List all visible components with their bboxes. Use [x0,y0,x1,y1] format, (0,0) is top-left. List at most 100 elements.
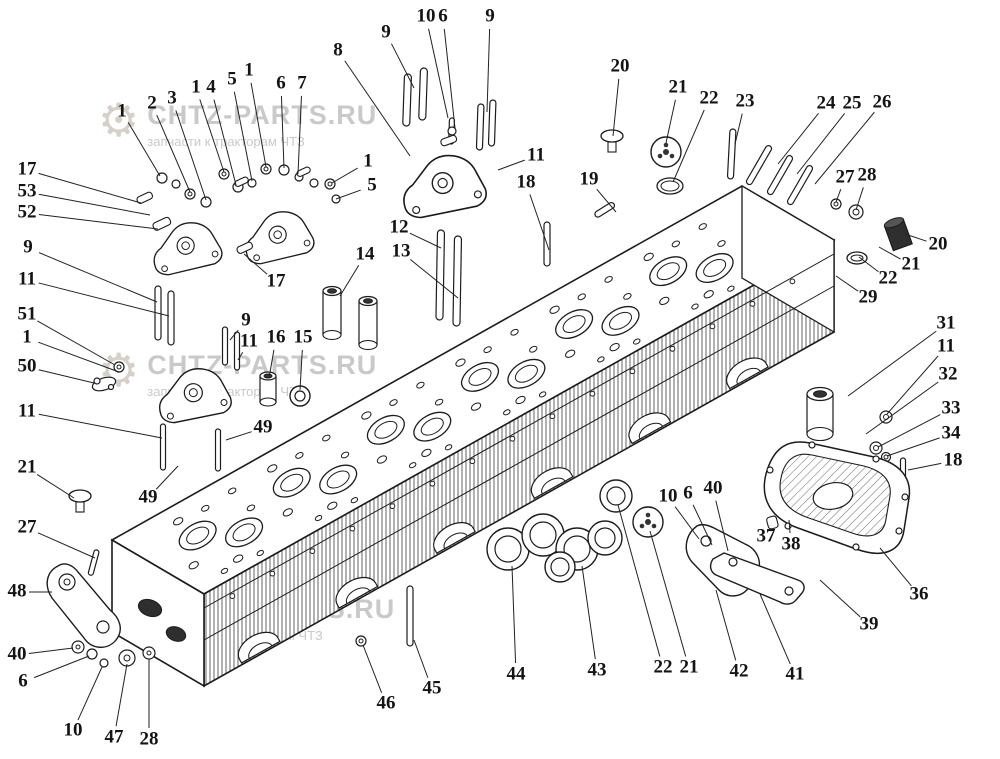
leader-line [649,530,687,657]
part-number-label: 39 [860,613,879,634]
part-number-label: 23 [736,90,755,111]
part-number-label: 38 [782,533,801,554]
part-number-label: 9 [381,21,391,42]
cylinder-hole-group [361,381,453,469]
part-number-label: 46 [377,692,396,713]
cap-hole [657,153,663,159]
lock-plate-part [91,376,117,392]
part-number-label: 49 [139,486,158,507]
leader-line [280,95,285,169]
stud-hole [408,462,417,469]
part-number-label: 44 [507,663,527,684]
clamp-plate-part [136,191,154,204]
valve-seat [420,417,444,436]
leader-line [715,589,737,661]
clamp-plate-part [234,176,249,188]
gear-icon: ⚙ [98,93,140,147]
fastener-part [766,466,774,474]
leader-line [674,506,700,540]
part-number-label: 47 [105,726,125,747]
stud-hole [416,381,425,389]
exhaust-port-arch [433,522,476,554]
leader-line [617,504,661,657]
stud-hole [295,452,304,459]
stud-hole [483,346,492,354]
leader-line [692,504,713,546]
cap-hole [645,519,651,525]
leader-line [390,43,415,89]
part-number-label: 42 [730,660,749,681]
valve-seat [608,311,633,330]
fastener-hole [358,638,364,644]
clamp-plate-part [296,166,311,178]
leader-line [28,647,74,655]
stud-hole [282,508,293,517]
leader-line [213,99,237,186]
leader-line [759,593,791,665]
part-number-label: 6 [438,5,448,26]
cylinder-hole-group [549,275,641,363]
part-number-label: 1 [363,150,373,171]
stud-hole [201,504,210,512]
leader-line [581,565,596,660]
part-number-label: 43 [588,659,607,680]
flange-line [203,285,835,641]
leader-line [886,355,939,415]
front-bolt-hole [469,458,476,465]
fastener-part [96,620,110,634]
part-number-label: 21 [669,76,688,97]
stud-hole [361,411,372,420]
stud-part [402,73,412,127]
exhaust-port-arch [335,576,379,609]
front-bolt-hole [269,570,276,577]
stud-hole [633,338,641,345]
front-bolt-hole [589,390,596,397]
part-number-label: 50 [18,355,37,376]
part-number-label: 25 [843,92,862,113]
fastener-part [309,178,319,188]
rocker-bracket-part [153,222,223,276]
part-number-label: 34 [942,422,962,443]
stud-hole [510,328,519,336]
part-number-label: 6 [276,72,286,93]
cap-hole [663,142,669,148]
leader-line [339,264,360,297]
exhaust-port-arch [237,631,281,664]
block-right-face [741,184,835,334]
watermark-site: CHTZ-PARTS.RU [147,100,378,130]
stud-hole [188,561,199,570]
seal-ring-inner [494,535,522,563]
fastener-part [171,179,181,189]
fastener-part [99,658,109,668]
stud-hole [604,275,613,283]
leader-line [511,565,517,664]
fastener-hole [116,364,122,370]
front-bolt-hole [789,278,796,285]
part-number-label: 22 [654,656,673,677]
stud-part [766,154,794,196]
fastener-part [156,172,168,184]
gasket-ring-inner [850,254,864,262]
plug-part [600,129,624,153]
cap-hole [669,153,675,159]
leader-line [596,188,617,213]
fastener-part [784,586,794,596]
part-number-label: 11 [240,330,258,351]
leader-line [672,109,705,183]
stud-hole [565,349,576,358]
plug-part [883,217,913,252]
part-number-label: 11 [527,144,545,165]
leader-line [199,99,225,173]
clamp-plate-part [152,216,172,231]
leader-line [409,232,442,249]
part-number-label: 22 [700,87,719,108]
leader-line [38,413,163,439]
part-number-label: 17 [18,158,38,179]
plug-part [68,489,92,513]
part-number-label: 49 [254,416,273,437]
part-number-label: 9 [241,309,251,330]
leader-line [819,579,861,618]
cylinder-hole-group [643,223,735,310]
leader-line [156,114,191,193]
